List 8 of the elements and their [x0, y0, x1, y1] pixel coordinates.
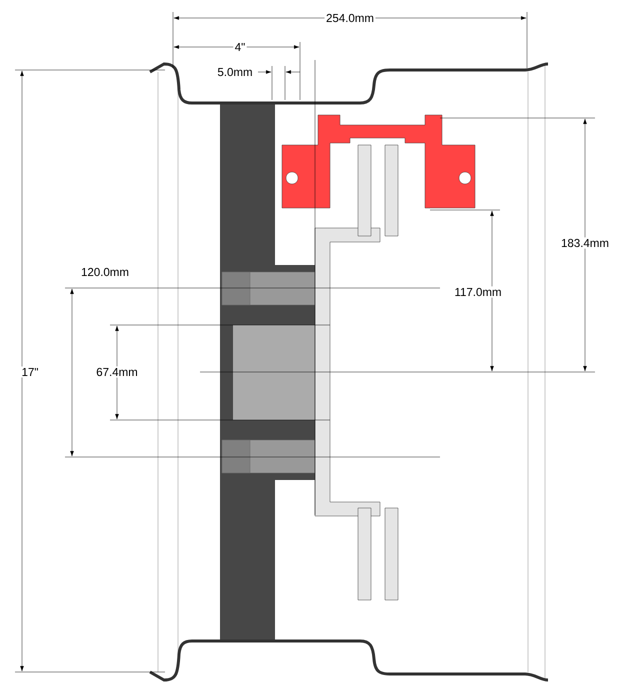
dimension-label: 17" [20, 366, 40, 378]
dimension-label: 117.0mm [452, 286, 504, 298]
dimension-label: 67.4mm [94, 366, 140, 378]
dimension-label: 5.0mm [216, 66, 254, 78]
dimension-label: 183.4mm [560, 237, 610, 249]
dimension-label: 4" [233, 42, 247, 52]
dimension-label: 254.0mm [324, 12, 376, 24]
dimension-label: 120.0mm [80, 266, 130, 278]
